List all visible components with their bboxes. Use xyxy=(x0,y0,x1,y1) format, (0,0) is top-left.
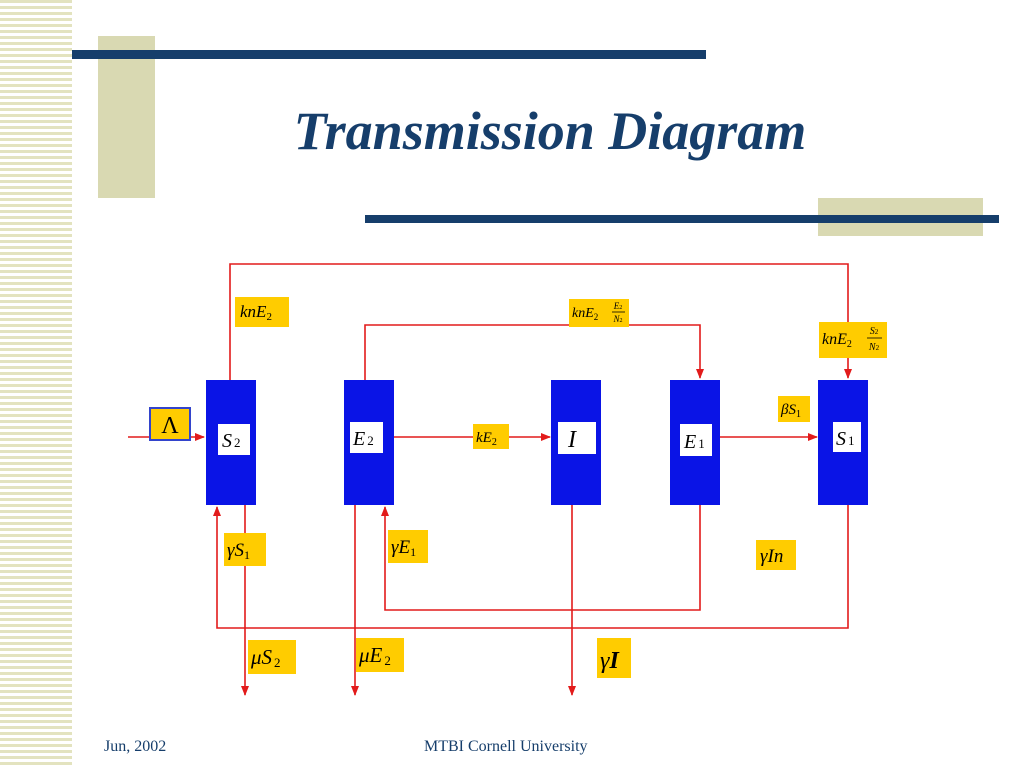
svg-text:S2: S2 xyxy=(870,326,879,337)
svg-text:S1: S1 xyxy=(836,428,855,450)
rate-gammaIn: γIn xyxy=(756,540,796,570)
svg-text:kE2: kE2 xyxy=(476,430,497,448)
page-title: Transmission Diagram xyxy=(293,101,807,161)
compartment-i: I xyxy=(551,380,601,505)
svg-text:βS1: βS1 xyxy=(780,402,801,420)
s2-main: S xyxy=(222,430,232,452)
rate-gammaE1: γE1 xyxy=(388,530,428,563)
flow-arrows xyxy=(128,263,852,696)
svg-text:knE2: knE2 xyxy=(822,331,852,350)
svg-text:N2: N2 xyxy=(868,342,880,353)
arrow-s2-to-s1-top xyxy=(229,263,852,380)
svg-text:μE2: μE2 xyxy=(358,643,391,668)
e2-main: E xyxy=(352,428,365,450)
arrow-e2-to-e1-mid xyxy=(364,324,704,380)
navy-rule-top xyxy=(72,50,706,59)
footer-date: Jun, 2002 xyxy=(104,738,167,755)
tan-block-left xyxy=(98,36,155,198)
svg-text:γE1: γE1 xyxy=(391,537,416,559)
svg-text:γIn: γIn xyxy=(760,546,783,567)
svg-text:μS2: μS2 xyxy=(250,645,281,670)
svg-text:knE2: knE2 xyxy=(240,302,272,323)
s2-sub: 2 xyxy=(234,435,241,450)
e1-sub: 1 xyxy=(698,436,705,451)
svg-text:E2: E2 xyxy=(613,301,623,311)
svg-text:knE2: knE2 xyxy=(572,306,598,322)
svg-text:N2: N2 xyxy=(612,314,622,324)
footer-org: MTBI Cornell University xyxy=(424,738,588,755)
svg-text:γS1: γS1 xyxy=(227,540,250,562)
rate-gammaI: γI xyxy=(597,638,631,678)
rate-betaS1: βS1 xyxy=(778,396,810,422)
lambda-symbol: Λ xyxy=(161,413,179,439)
rate-gammaS1: γS1 xyxy=(224,533,266,566)
arrow-e1-to-e2-recovery xyxy=(381,505,701,611)
svg-text:γI: γI xyxy=(600,648,620,674)
i-main: I xyxy=(567,427,577,453)
e2-sub: 2 xyxy=(367,433,374,448)
decorative-stripes xyxy=(0,0,72,768)
inflow-lambda: Λ xyxy=(149,407,191,441)
e1-main: E xyxy=(683,431,696,453)
svg-text:E2: E2 xyxy=(352,428,374,450)
svg-text:S2: S2 xyxy=(222,430,241,452)
navy-rule-bottom xyxy=(365,215,999,223)
svg-text:E1: E1 xyxy=(683,431,705,453)
rate-knE2-right: knE2 S2 N2 xyxy=(819,322,887,358)
rate-knE2-top: knE2 xyxy=(235,297,289,327)
s1-sub: 1 xyxy=(848,433,855,448)
s1-main: S xyxy=(836,428,846,450)
arrow-s1-to-s2-recovery xyxy=(213,505,849,629)
rate-kE2: kE2 xyxy=(473,424,509,449)
rate-knE2-mid: knE2 E2 N2 xyxy=(569,299,629,327)
